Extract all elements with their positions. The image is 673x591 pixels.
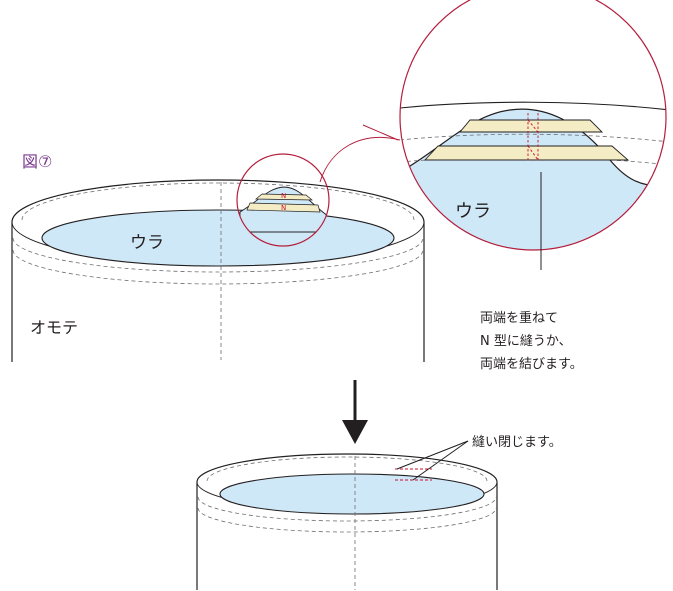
rim-stitch-front-1	[12, 237, 424, 273]
figure-label: 図⑦	[22, 152, 52, 171]
callout-tick	[362, 124, 399, 141]
rim-stitch-back	[21, 182, 415, 221]
note-line-2: N 型に縫うか、	[480, 334, 572, 349]
zoom-detail	[399, 0, 667, 270]
outer-rim	[11, 179, 425, 223]
top-cylinder: N N	[11, 153, 425, 362]
down-arrow	[342, 380, 368, 444]
note-line-3: 両端を結びます。	[480, 357, 583, 372]
detail-circle-large	[399, 0, 667, 251]
outside-label: オモテ	[30, 318, 78, 337]
rim-stitch-front-2	[12, 249, 424, 285]
small-bump: N N	[239, 186, 329, 233]
note-line-1: 両端を重ねて	[480, 310, 558, 326]
svg-text:N: N	[281, 192, 286, 200]
note-bottom: 縫い閉じます。	[472, 435, 562, 450]
bottom-cylinder	[196, 440, 498, 590]
callout-curve	[319, 136, 401, 183]
inside-label: ウラ	[130, 233, 164, 253]
inside-label-zoom: ウラ	[455, 201, 491, 222]
svg-text:N: N	[281, 204, 286, 212]
detail-circle-small	[236, 153, 330, 247]
inner-surface	[41, 209, 395, 267]
